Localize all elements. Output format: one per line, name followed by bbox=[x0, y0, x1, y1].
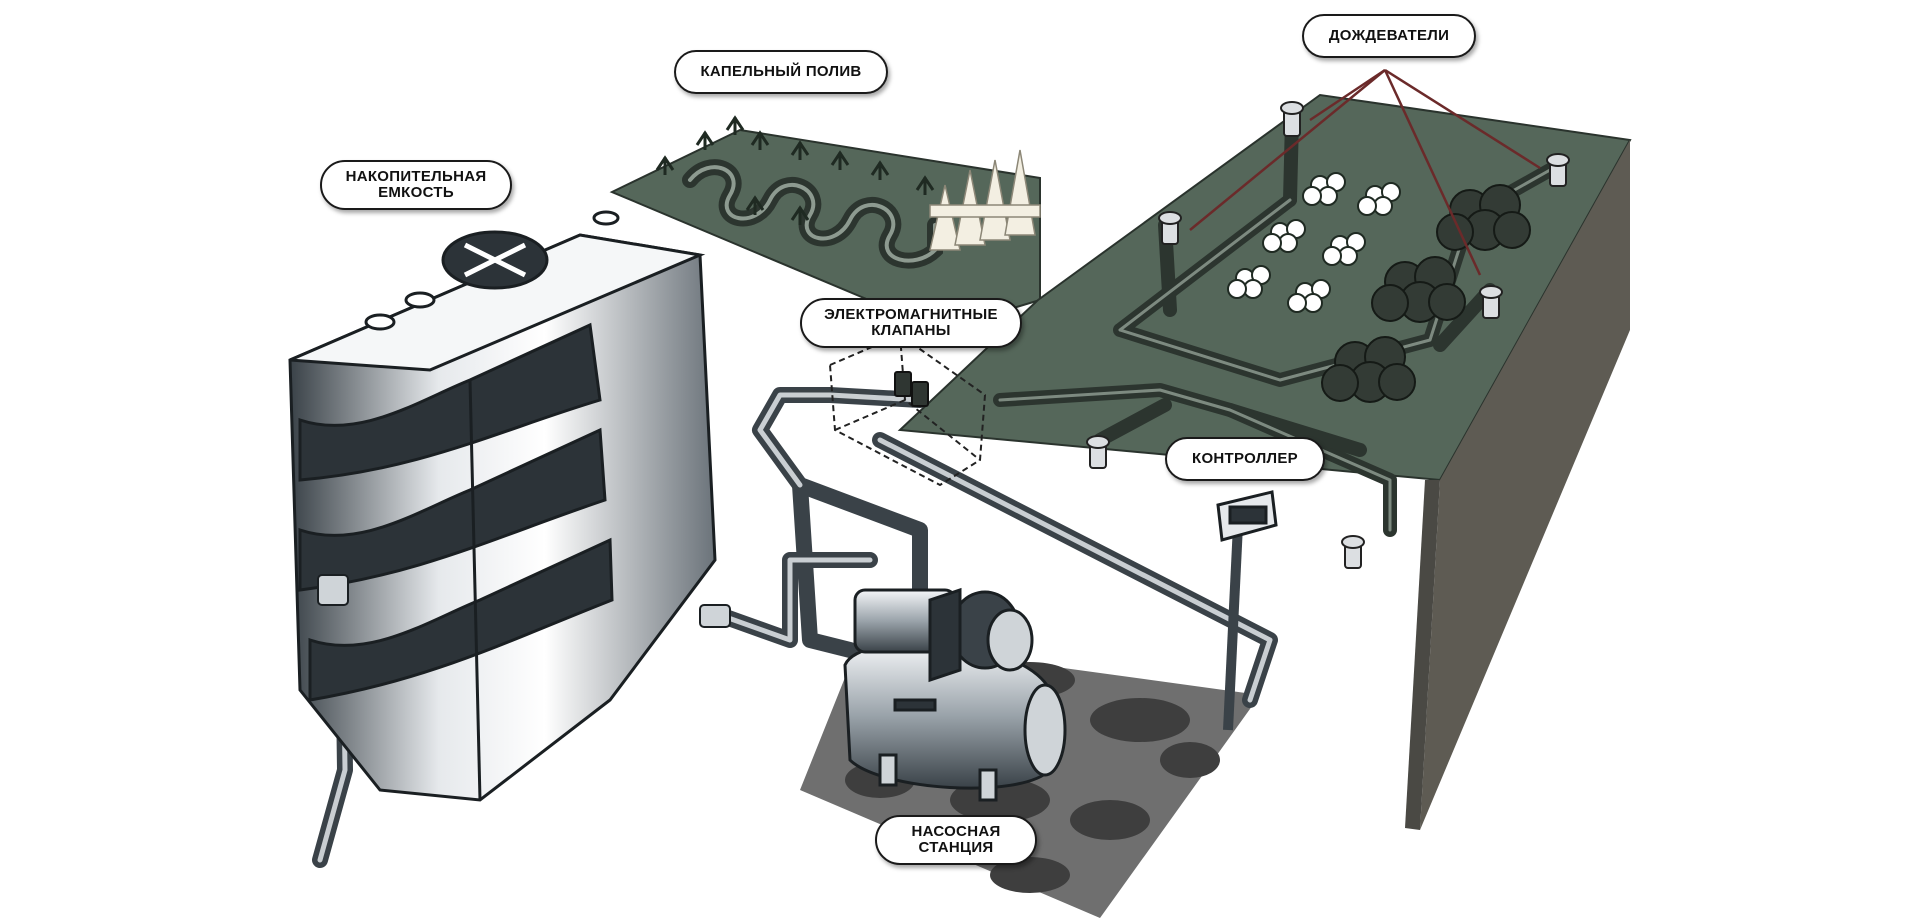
sprinkler-heads bbox=[1086, 101, 1570, 569]
shrub bbox=[1371, 256, 1466, 323]
pump-station bbox=[843, 587, 1067, 802]
label-pump-station-line2: СТАНЦИЯ bbox=[918, 839, 994, 856]
shrub bbox=[1321, 336, 1416, 403]
label-sprinklers: ДОЖДЕВАТЕЛИ bbox=[1302, 14, 1476, 58]
lawn-block bbox=[897, 93, 1632, 830]
storage-tank bbox=[288, 210, 717, 802]
sprinkler-head bbox=[1546, 153, 1570, 187]
sprinkler-head bbox=[1086, 435, 1110, 469]
controller bbox=[1216, 490, 1278, 731]
tank-lid bbox=[441, 230, 549, 290]
label-storage-tank-line2: ЕМКОСТЬ bbox=[378, 184, 454, 201]
drip-irrigation-bed bbox=[609, 115, 1041, 332]
sprinkler-head bbox=[1479, 285, 1503, 319]
flower bbox=[1227, 265, 1271, 299]
label-sprinklers-text: ДОЖДЕВАТЕЛИ bbox=[1328, 27, 1450, 44]
label-pump-station: НАСОСНАЯ СТАНЦИЯ bbox=[875, 815, 1037, 865]
label-solenoid-valves-line1: ЭЛЕКТРОМАГНИТНЫЕ bbox=[824, 306, 998, 323]
drip-plants bbox=[655, 115, 935, 225]
label-pump-station-line1: НАСОСНАЯ bbox=[911, 823, 1001, 840]
label-drip-irrigation: КАПЕЛЬНЫЙ ПОЛИВ bbox=[674, 50, 888, 94]
label-drip-irrigation-text: КАПЕЛЬНЫЙ ПОЛИВ bbox=[700, 63, 862, 80]
flower bbox=[1302, 172, 1346, 206]
label-solenoid-valves: ЭЛЕКТРОМАГНИТНЫЕ КЛАПАНЫ bbox=[800, 298, 1022, 348]
flower-bushes bbox=[1227, 172, 1401, 313]
label-controller-text: КОНТРОЛЛЕР bbox=[1192, 450, 1298, 467]
label-solenoid-valves-line2: КЛАПАНЫ bbox=[871, 322, 951, 339]
flower bbox=[1262, 219, 1306, 253]
sprinkler-head bbox=[1280, 101, 1304, 137]
tank-outlet-tap bbox=[317, 574, 731, 628]
solenoid-valves bbox=[894, 371, 929, 407]
valve-box bbox=[828, 333, 987, 487]
label-storage-tank-line1: НАКОПИТЕЛЬНАЯ bbox=[345, 168, 487, 185]
sprinkler-head bbox=[1158, 211, 1182, 245]
flower bbox=[1322, 232, 1366, 266]
drip-line-highlight bbox=[688, 165, 937, 263]
flower bbox=[1287, 279, 1331, 313]
flower bbox=[1357, 182, 1401, 216]
sprinkler-head bbox=[1341, 535, 1365, 569]
sprinkler-leader-lines bbox=[1189, 68, 1541, 276]
label-storage-tank: НАКОПИТЕЛЬНАЯ ЕМКОСТЬ bbox=[320, 160, 512, 210]
picket-fence bbox=[929, 149, 1041, 251]
label-controller: КОНТРОЛЛЕР bbox=[1165, 437, 1325, 481]
